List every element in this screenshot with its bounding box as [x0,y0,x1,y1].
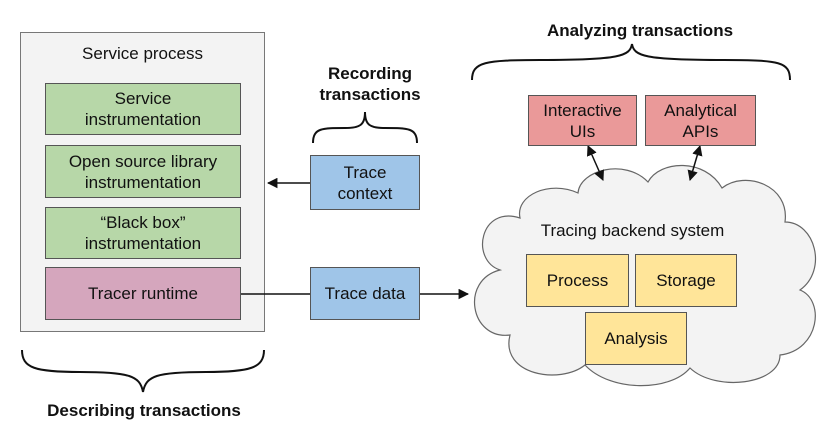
black-box-instrumentation-box: “Black box” instrumentation [45,207,241,259]
describing-transactions-heading: Describing transactions [47,401,241,420]
process-box: Process [526,254,629,307]
describing-brace [21,349,265,393]
analyzing-transactions-heading: Analyzing transactions [546,21,734,40]
tracing-backend-title: Tracing backend system [540,221,725,240]
trace-context-box: Trace context [310,155,420,210]
analysis-box: Analysis [585,312,687,365]
analytical-apis-arrow [687,144,703,182]
tracer-runtime-box: Tracer runtime [45,267,241,320]
interactive-uis-box: Interactive UIs [528,95,637,146]
interactive-uis-arrow [587,145,604,181]
trace-data-box: Trace data [310,267,420,320]
storage-box: Storage [635,254,737,307]
analytical-apis-box: Analytical APIs [645,95,756,146]
recording-brace [312,111,418,144]
analyzing-brace [471,43,791,81]
open-source-instrumentation-box: Open source library instrumentation [45,145,241,198]
recording-transactions-heading: Recording transactions [319,64,421,104]
service-process-title: Service process [82,44,203,63]
service-instrumentation-box: Service instrumentation [45,83,241,135]
